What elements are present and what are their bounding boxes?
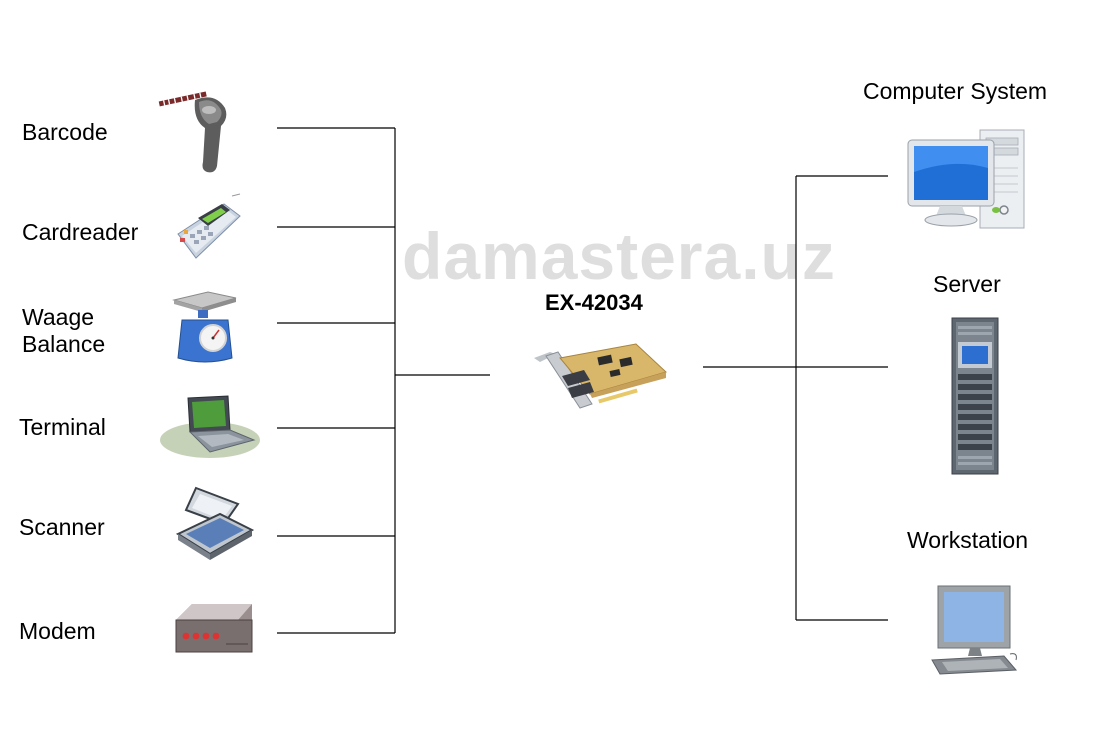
- barcode-scanner-icon: [158, 91, 227, 173]
- flatbed-scanner-icon: [175, 486, 255, 560]
- pci-serial-card-icon: [534, 343, 667, 409]
- watermark: damastera.uz: [402, 219, 836, 293]
- label-scale: Waage Balance: [22, 304, 106, 357]
- server-rack-icon: [951, 317, 999, 475]
- label-modem: Modem: [19, 618, 96, 644]
- workstation-icon: [931, 585, 1018, 675]
- scale-icon: [172, 291, 237, 363]
- label-barcode: Barcode: [22, 119, 108, 145]
- label-computer-system: Computer System: [863, 78, 1048, 104]
- card-title: EX-42034: [545, 290, 643, 315]
- card-reader-icon: [177, 193, 241, 259]
- label-terminal: Terminal: [19, 414, 106, 440]
- label-scanner: Scanner: [19, 514, 105, 540]
- modem-icon: [175, 604, 253, 653]
- label-cardreader: Cardreader: [22, 219, 139, 245]
- terminal-icon: [160, 395, 260, 458]
- label-server: Server: [933, 271, 1001, 297]
- desktop-computer-icon: [907, 129, 1025, 229]
- label-workstation: Workstation: [907, 527, 1029, 553]
